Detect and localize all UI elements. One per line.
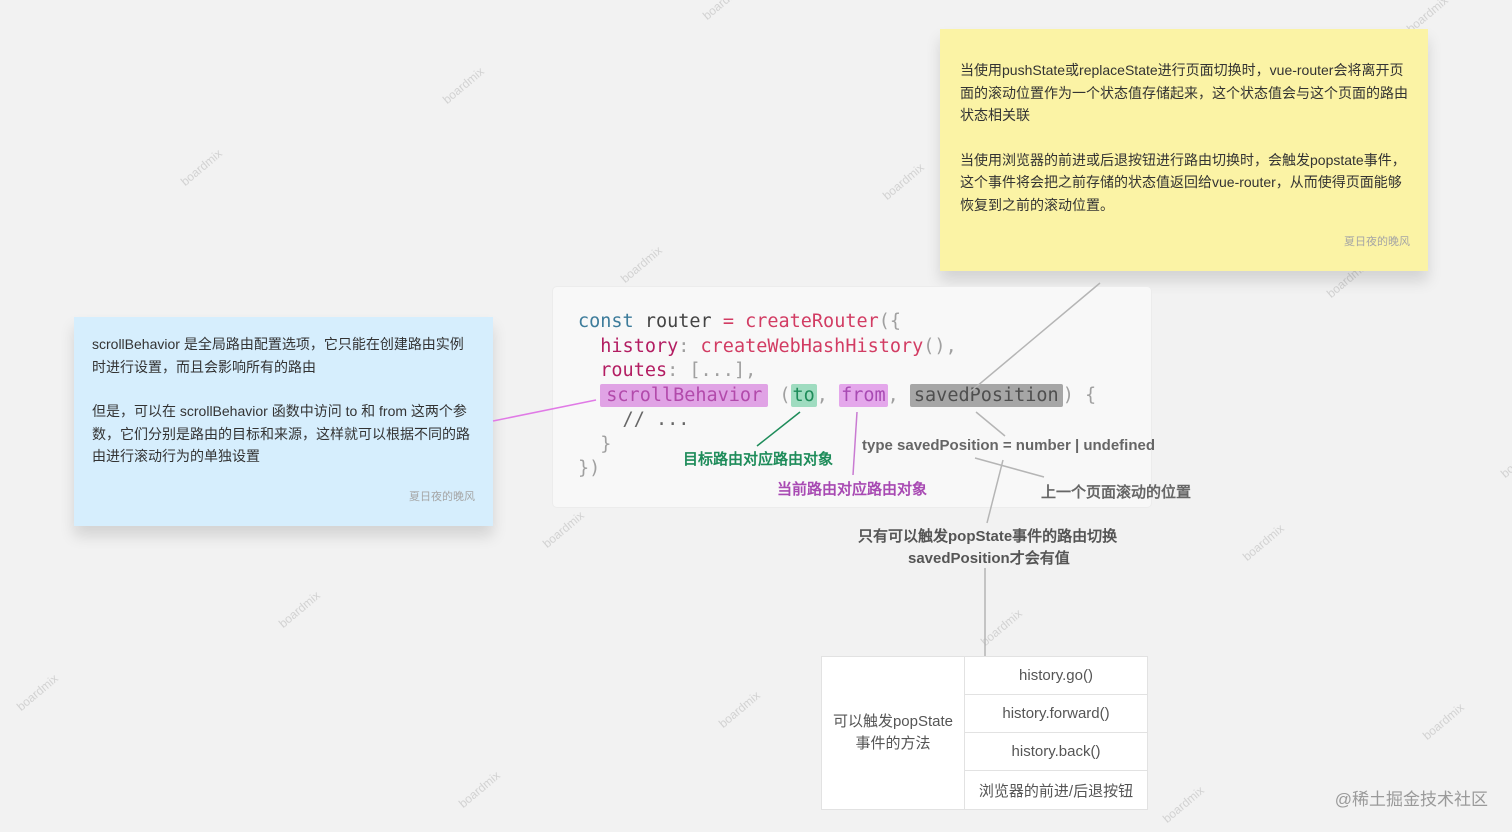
sticky-note-scroll-behavior[interactable]: scrollBehavior 是全局路由配置选项，它只能在创建路由实例时进行设置… xyxy=(74,317,493,526)
note-paragraph: scrollBehavior 是全局路由配置选项，它只能在创建路由实例时进行设置… xyxy=(92,336,464,375)
code-token: createRouter xyxy=(733,311,879,332)
connector-note-to-scrollbehavior xyxy=(492,399,597,422)
sticky-note-popstate[interactable]: 当使用pushState或replaceState进行页面切换时，vue-rou… xyxy=(940,29,1428,271)
connector-yellow-note xyxy=(969,282,1101,393)
code-token: ( xyxy=(768,384,791,406)
code-text: const router = createRouter({ history: c… xyxy=(578,310,1096,482)
table-row: history.back() xyxy=(965,733,1147,771)
scroll-behavior-token: scrollBehavior xyxy=(600,383,769,407)
note-paragraph: 但是，可以在 scrollBehavior 函数中访问 to 和 from 这两… xyxy=(92,403,470,464)
code-token: router xyxy=(633,311,723,332)
table-header: 可以触发popState事件的方法 xyxy=(822,657,965,809)
code-token: ) { xyxy=(1062,384,1097,406)
code-token: createWebHashHistory xyxy=(700,335,924,357)
table-header-text: 可以触发popState事件的方法 xyxy=(832,713,954,752)
code-comment: // ... xyxy=(578,409,690,430)
code-token: routes xyxy=(578,360,668,381)
code-token: , xyxy=(816,384,840,406)
code-token: : xyxy=(667,360,690,381)
type-label: type savedPosition = number | undefined xyxy=(862,437,1155,454)
code-token: , xyxy=(887,384,910,406)
popstate-note-line2: savedPosition才会有值 xyxy=(908,550,1070,567)
code-token: : xyxy=(678,335,701,357)
connector-from-label xyxy=(852,411,858,476)
note-signature: 夏日夜的晚风 xyxy=(409,490,475,503)
table-row: history.forward() xyxy=(965,695,1147,733)
code-token: ({ xyxy=(878,311,902,332)
to-param-token: to xyxy=(790,383,817,407)
code-block[interactable]: const router = createRouter({ history: c… xyxy=(553,287,1151,507)
code-token: } xyxy=(578,433,612,455)
connector-to-label xyxy=(756,411,801,447)
connector-saved-position xyxy=(975,411,1006,437)
code-token: (), xyxy=(923,335,957,357)
popstate-methods-table[interactable]: 可以触发popState事件的方法 history.go() history.f… xyxy=(821,656,1148,810)
code-token: history xyxy=(578,335,679,357)
note-paragraph: 当使用浏览器的前进或后退按钮进行路由切换时，会触发popstate事件，这个事件… xyxy=(960,151,1406,213)
footer-credit: @稀土掘金技术社区 xyxy=(1334,790,1488,809)
code-token: = xyxy=(722,311,734,332)
code-token: const xyxy=(578,311,634,332)
note-signature: 夏日夜的晚风 xyxy=(1344,235,1410,248)
table-row: 浏览器的前进/后退按钮 xyxy=(978,782,1134,800)
code-token: }) xyxy=(578,458,601,479)
from-param-token: from xyxy=(839,383,888,407)
to-param-label: 目标路由对应路由对象 xyxy=(683,451,834,468)
note-paragraph: 当使用pushState或replaceState进行页面切换时，vue-rou… xyxy=(960,62,1408,123)
table-row: history.go() xyxy=(965,657,1147,695)
code-token: [...], xyxy=(689,360,757,381)
connector-scroll-pos-label xyxy=(974,457,1045,478)
from-param-label: 当前路由对应路由对象 xyxy=(777,481,928,498)
saved-position-token: savedPosition xyxy=(909,383,1063,407)
scroll-position-label: 上一个页面滚动的位置 xyxy=(1041,484,1192,501)
connector-popstate-note xyxy=(986,459,1004,524)
popstate-note-line1: 只有可以触发popState事件的路由切换 xyxy=(858,528,1118,545)
